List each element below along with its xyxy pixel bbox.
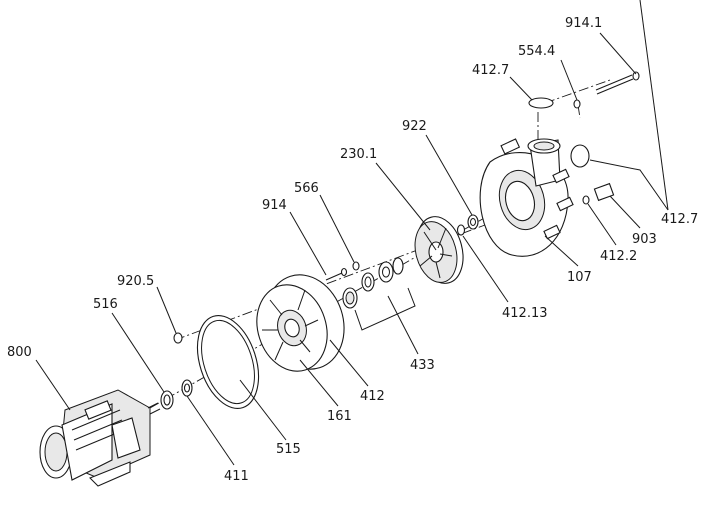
label-922: 922 (402, 119, 427, 134)
part-516 (160, 390, 174, 410)
seal-433 (342, 257, 416, 331)
label-800: 800 (7, 345, 32, 360)
part-914 (325, 267, 348, 281)
label-914-1: 914.1 (565, 16, 602, 31)
part-412-13 (456, 224, 466, 236)
label-914: 914 (262, 198, 287, 213)
label-920-5: 920.5 (117, 274, 154, 289)
part-412-2 (582, 195, 590, 205)
label-412-2: 412.2 (600, 249, 637, 264)
pump-casing-107 (479, 138, 574, 257)
label-411: 411 (224, 469, 249, 484)
motor-800 (39, 389, 161, 487)
part-labels: 914.1 554.4 412.7 922 230.1 566 914 920.… (7, 16, 698, 484)
casing-cover-161 (256, 274, 345, 372)
plug-903 (593, 182, 615, 202)
label-107: 107 (567, 270, 592, 285)
label-554-4: 554.4 (518, 44, 555, 59)
clamp-ring-515 (196, 314, 260, 410)
o-ring-412-7-top (528, 97, 554, 109)
part-566 (352, 261, 360, 271)
label-230-1: 230.1 (340, 147, 377, 162)
label-903: 903 (632, 232, 657, 247)
leader-lines (35, 0, 669, 466)
impeller-230-1 (414, 216, 464, 284)
part-554-4 (573, 99, 581, 109)
o-ring-412-7-right (570, 144, 590, 168)
label-412-13: 412.13 (502, 306, 548, 321)
part-922 (467, 214, 479, 230)
label-433: 433 (410, 358, 435, 373)
part-411 (181, 379, 193, 397)
label-412-7-right: 412.7 (661, 212, 698, 227)
bolt-914-1 (595, 71, 640, 95)
label-412-7-top: 412.7 (472, 63, 509, 78)
label-515: 515 (276, 442, 301, 457)
label-566: 566 (294, 181, 319, 196)
label-161: 161 (327, 409, 352, 424)
part-920-5 (173, 332, 183, 344)
label-516: 516 (93, 297, 118, 312)
label-412: 412 (360, 389, 385, 404)
